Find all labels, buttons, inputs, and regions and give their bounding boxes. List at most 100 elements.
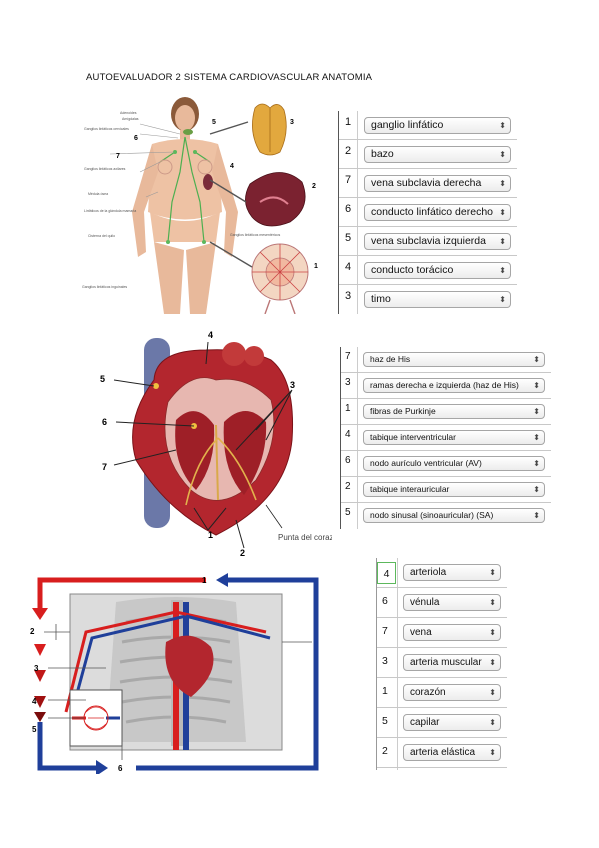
answer-select[interactable]: capilar⬍	[403, 714, 501, 731]
callout-1: 1	[208, 530, 213, 540]
updown-chevron-icon: ⬍	[489, 688, 496, 697]
answer-select[interactable]: nodo aurículo ventricular (AV)⬍	[363, 456, 545, 471]
table-row: 2 tabique interauricular⬍	[341, 477, 551, 503]
answer-select[interactable]: ramas derecha e izquierda (haz de His) ⬍	[363, 378, 545, 393]
row-number: 4	[345, 261, 352, 273]
page-title: AUTOEVALUADOR 2 SISTEMA CARDIOVASCULAR A…	[86, 72, 373, 83]
updown-chevron-icon: ⬍	[489, 658, 496, 667]
select-value: arteria muscular	[410, 657, 482, 668]
answer-select[interactable]: tabique interventricular⬍	[363, 430, 545, 445]
label-bone-marrow: Médula ósea	[88, 192, 108, 196]
heart-cross-section-illustration	[132, 338, 294, 536]
table-row: 4 tabique interventricular⬍	[341, 425, 551, 451]
answer-select[interactable]: vena subclavia derecha⬍	[364, 175, 511, 192]
updown-chevron-icon: ⬍	[499, 150, 506, 159]
table-row: 2 arteria elástica ⬍	[377, 738, 507, 768]
updown-chevron-icon: ⬍	[499, 179, 506, 188]
row-number: 2	[345, 145, 352, 157]
select-value: vénula	[410, 597, 440, 608]
table-row: 1 ganglio linfático⬍	[339, 111, 517, 140]
answer-table-lymphatic: 1 ganglio linfático⬍ 2 bazo⬍ 7 vena subc…	[338, 111, 517, 314]
answer-select[interactable]: arteria muscular ⬍	[403, 654, 501, 671]
answer-select[interactable]: haz de His⬍	[363, 352, 545, 367]
table-row: 6 vénula⬍	[377, 588, 507, 618]
updown-chevron-icon: ⬍	[533, 511, 540, 520]
row-number: 7	[345, 351, 351, 362]
callout-2: 2	[312, 183, 316, 190]
callout-7: 7	[116, 153, 120, 160]
table-row: 2 bazo⬍	[339, 140, 517, 169]
select-value: arteria elástica	[410, 747, 476, 758]
row-number: 6	[345, 203, 352, 215]
answer-select[interactable]: corazón⬍	[403, 684, 501, 701]
answer-select[interactable]: vénula⬍	[403, 594, 501, 611]
updown-chevron-icon: ⬍	[499, 295, 506, 304]
row-number: 7	[345, 174, 352, 186]
select-value: capilar	[410, 717, 440, 728]
female-body-illustration	[132, 97, 238, 314]
select-value: haz de His	[370, 354, 411, 364]
answer-select[interactable]: conducto torácico ⬍	[364, 262, 511, 279]
row-number: 7	[382, 625, 388, 637]
label-mammary-lymphatics: Linfáticos de la glándula mamaria	[84, 209, 136, 213]
row-number: 3	[382, 655, 388, 667]
row-number: 3	[345, 377, 351, 388]
answer-select[interactable]: tabique interauricular⬍	[363, 482, 545, 497]
table-row: 1 corazón⬍	[377, 678, 507, 708]
callout-4: 4	[230, 163, 234, 170]
updown-chevron-icon: ⬍	[489, 748, 496, 757]
select-value: ramas derecha e izquierda (haz de His)	[370, 380, 519, 390]
updown-chevron-icon: ⬍	[533, 381, 540, 390]
answer-select[interactable]: timo ⬍	[364, 291, 511, 308]
select-value: nodo sinusal (sinoauricular) (SA)	[370, 510, 494, 520]
row-number: 5	[382, 715, 388, 727]
answer-select[interactable]: vena⬍	[403, 624, 501, 641]
callout-6: 6	[102, 417, 107, 427]
answer-select[interactable]: arteriola⬍	[403, 564, 501, 581]
answer-select[interactable]: ganglio linfático⬍	[364, 117, 511, 134]
callout-5: 5	[212, 119, 216, 126]
answer-select[interactable]: conducto linfático derecho ⬍	[364, 204, 511, 221]
row-number: 4	[377, 562, 396, 584]
select-value: conducto linfático derecho	[371, 206, 493, 218]
updown-chevron-icon: ⬍	[489, 628, 496, 637]
answer-select[interactable]: fibras de Purkinje⬍	[363, 404, 545, 419]
answer-select[interactable]: vena subclavia izquierda ⬍	[364, 233, 511, 250]
answer-table-vessels: 4 arteriola⬍ 6 vénula⬍ 7 vena⬍ 3 arteria…	[376, 558, 507, 770]
heart-conduction-figure: 4 5 3 6 7 1 2 Punta del corazón	[100, 330, 332, 558]
label-adenoids: Adenoides	[120, 111, 137, 115]
callout-5: 5	[32, 725, 37, 734]
updown-chevron-icon: ⬍	[499, 237, 506, 246]
row-number: 1	[382, 685, 388, 697]
apex-label-text: Punta del corazón	[278, 533, 332, 542]
row-number: 6	[382, 595, 388, 607]
callout-3: 3	[290, 119, 294, 126]
row-number: 5	[345, 507, 351, 518]
thorax-illustration	[64, 597, 271, 750]
updown-chevron-icon: ⬍	[499, 266, 506, 275]
table-row: 6 conducto linfático derecho ⬍	[339, 198, 517, 227]
row-number: 2	[382, 745, 388, 757]
table-row: 5 vena subclavia izquierda ⬍	[339, 227, 517, 256]
answer-select[interactable]: arteria elástica ⬍	[403, 744, 501, 761]
updown-chevron-icon: ⬍	[489, 568, 496, 577]
select-value: timo	[371, 293, 391, 305]
updown-chevron-icon: ⬍	[499, 208, 506, 217]
row-number: 3	[345, 290, 352, 302]
select-value: conducto torácico	[371, 264, 454, 276]
select-value: vena subclavia izquierda	[371, 235, 486, 247]
callout-1: 1	[202, 576, 207, 585]
callout-5: 5	[100, 374, 105, 384]
callout-4: 4	[32, 697, 37, 706]
lymph-node-illustration	[251, 243, 309, 314]
answer-select[interactable]: bazo⬍	[364, 146, 511, 163]
answer-table-conduction: 7 haz de His⬍ 3 ramas derecha e izquierd…	[340, 347, 551, 529]
circulation-figure: 1 2 3 4 5 6	[30, 573, 319, 774]
answer-select[interactable]: nodo sinusal (sinoauricular) (SA) ⬍	[363, 508, 545, 523]
row-number: 1	[345, 403, 351, 414]
label-inguinal-nodes: Ganglios linfáticos inguinales	[82, 285, 127, 289]
row-number: 5	[345, 232, 352, 244]
updown-chevron-icon: ⬍	[499, 121, 506, 130]
label-mesenteric-nodes: Ganglios linfáticos mesentéricos	[230, 233, 280, 237]
table-row: 4 conducto torácico ⬍	[339, 256, 517, 285]
